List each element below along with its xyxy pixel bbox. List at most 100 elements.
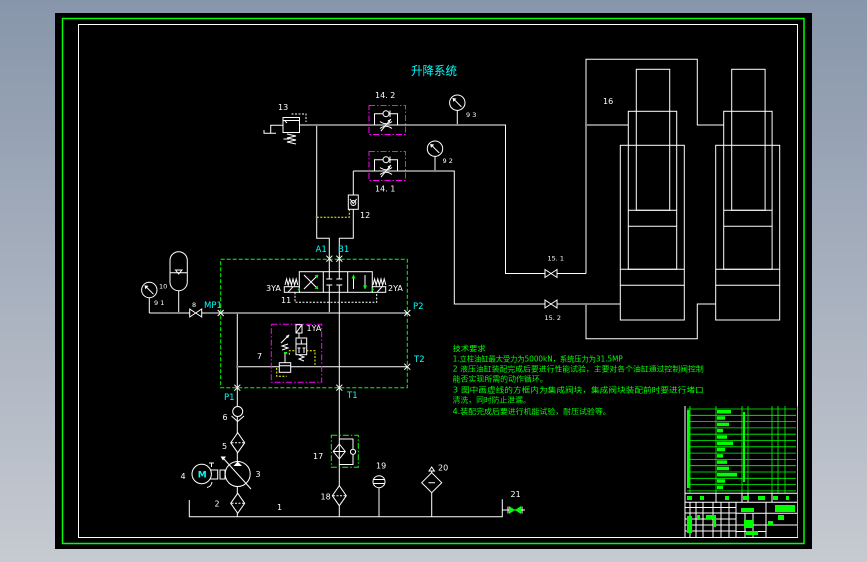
solenoid-2ya-diagonal [376, 286, 383, 293]
spring-left-icon [284, 277, 299, 287]
pressure-gauge-9-1-icon [141, 281, 158, 299]
solenoid-1ya-diagonal [295, 324, 303, 338]
junction-dot [456, 124, 459, 126]
valve-7-body [278, 362, 292, 373]
label-3ya: 3YA [266, 284, 281, 293]
gauge-needle-head [144, 285, 149, 290]
pump-variable-arrow [223, 458, 252, 490]
junction-dot [236, 365, 239, 368]
valve-7-indicator [284, 352, 287, 354]
label-1: 1 [277, 503, 282, 512]
pipe-junctions [177, 124, 587, 368]
filter-5-icon [230, 431, 246, 454]
pump-adjust-flag [220, 456, 226, 461]
port-p2-marker-icon [403, 309, 411, 317]
solenoid-1ya-valve-body [295, 337, 308, 356]
cylinder-rod [731, 68, 766, 211]
tech-req-line: 2 液压油缸装配完成后要进行性能试验，主要对各个油缸通过控制阀控制 [453, 364, 704, 374]
label-17: 17 [313, 452, 323, 461]
port-p1-marker-icon [233, 384, 241, 392]
shutoff-valve-15-1-icon [544, 268, 558, 279]
filter-body [331, 484, 347, 507]
valve-11-cross-arrows [303, 274, 319, 290]
label-15-1: 15. 1 [548, 255, 565, 263]
check-ball-icon [382, 110, 390, 118]
label-2: 2 [215, 500, 220, 509]
check-valve-12-icon [316, 194, 359, 218]
title-block-illegible-text [687, 410, 795, 535]
throttle-check-valve-14-2-icon [368, 105, 406, 135]
stop-valve-8-icon [189, 308, 203, 318]
label-10: 10 [159, 283, 167, 291]
check-ball [232, 406, 244, 417]
port-t2-marker-icon [403, 363, 411, 371]
motor-body [191, 463, 212, 485]
filter-18-icon [331, 484, 347, 507]
coupling-right [219, 469, 226, 480]
label-1ya: 1YA [307, 324, 322, 333]
motor-symbol: M [198, 471, 207, 481]
port-label-b1: B1 [338, 245, 349, 255]
pressure-gauge-9-2-icon [426, 140, 444, 157]
junction-dot [315, 216, 318, 219]
pilot-line [316, 209, 350, 218]
junction-dot [328, 312, 331, 314]
valve-7-adjust-arrowhead [285, 334, 290, 339]
title-block-parts-grid [687, 406, 796, 493]
directional-valve-11-icon [283, 271, 387, 303]
port-label-mp1: MP1 [204, 301, 222, 311]
label-8: 8 [192, 301, 196, 309]
label-3: 3 [256, 470, 261, 479]
label-2ya: 2YA [388, 284, 403, 293]
accumulator-body [169, 251, 188, 292]
tech-req-heading: 技术要求 [453, 343, 487, 353]
accumulator-membrane [170, 269, 188, 275]
filter-17-cross [333, 444, 346, 459]
level-gauge-lines [373, 479, 385, 484]
technical-requirements: 技术要求 1.立柱油缸最大受力为5000kN，系统压力为31.5MP 2 液压油… [453, 343, 704, 416]
pressure-gauge-9-3-icon [449, 94, 466, 111]
throttle-arrowhead [387, 119, 391, 123]
valve-11-drain-line [294, 292, 378, 303]
port-label-t1: T1 [346, 391, 358, 401]
filter-2-icon [230, 492, 246, 515]
filter-body [230, 492, 246, 515]
solenoid-3ya-diagonal [287, 286, 294, 293]
filter-17-bypass [339, 438, 354, 465]
throttle-arrowhead [387, 165, 391, 169]
junction-dot [236, 312, 239, 314]
outer-frame-border [61, 17, 805, 545]
motor-detail [206, 462, 214, 488]
label-9-2: 9 2 [443, 157, 453, 165]
label-20: 20 [438, 464, 448, 473]
check-seat [349, 198, 358, 205]
label-16: 16 [603, 97, 613, 106]
valve-14-1-frame [368, 151, 406, 181]
valve-14-2-frame [368, 105, 406, 135]
tech-req-line: 3 图中画虚线的方框内为集成阀块，集成阀块装配前时要进行堵口 [453, 385, 704, 395]
filter-body [230, 431, 246, 454]
valve-13-detail [283, 120, 300, 124]
label-18: 18 [321, 493, 331, 502]
air-filter-20-icon [420, 466, 443, 494]
label-13: 13 [278, 103, 288, 112]
port-t1-marker-icon [335, 384, 343, 392]
tech-req-line: 能否实现所需的动作循环。 [453, 374, 548, 384]
inner-frame-border [78, 24, 798, 538]
cylinder-barrel [619, 144, 685, 321]
filter-17-frame [330, 434, 359, 468]
tech-req-line: 1.立柱油缸最大受力为5000kN，系统压力为31.5MP [453, 354, 623, 364]
level-gauge-19-icon [372, 475, 386, 489]
valve-13-spring [283, 133, 297, 145]
junction-dot [585, 303, 587, 305]
valve-13-pilot [291, 113, 307, 122]
label-14-1: 14. 1 [375, 185, 395, 194]
pipe-gauge-stems [434, 110, 458, 171]
pipe-main-lower [353, 170, 621, 305]
port-label-p1: P1 [224, 393, 235, 403]
port-b1-marker-icon [335, 255, 343, 263]
port-a1-marker-icon [325, 255, 333, 263]
manifold-block-frame [220, 258, 408, 389]
valve-7-pilot-lines [276, 350, 316, 377]
